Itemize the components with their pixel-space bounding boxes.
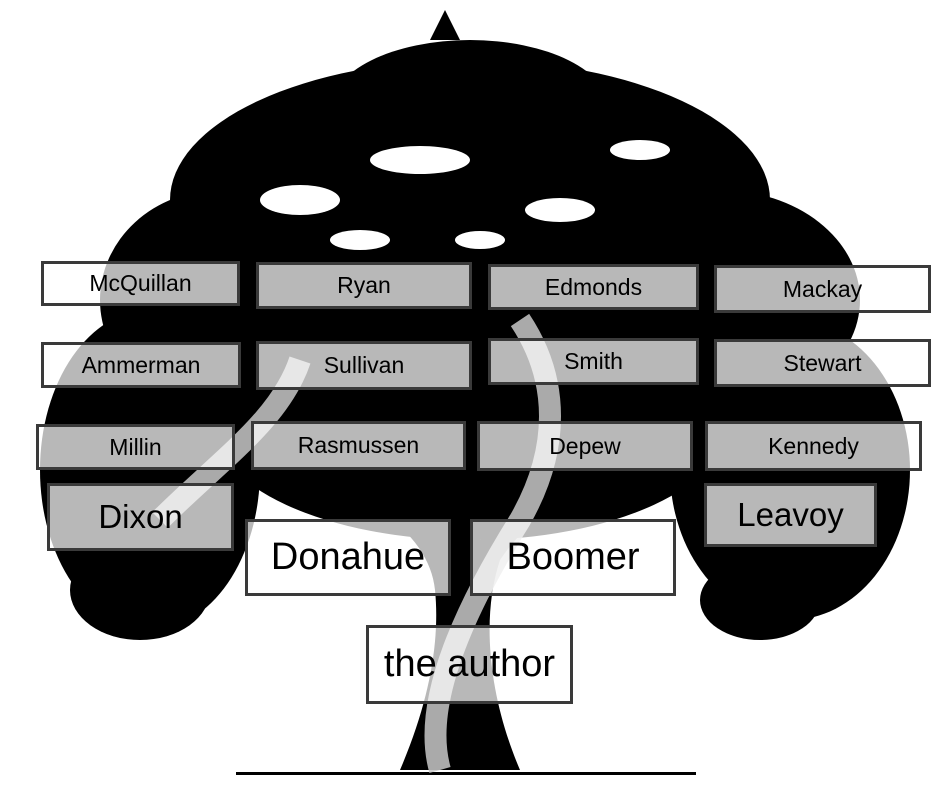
ancestor-name: Sullivan xyxy=(323,352,405,378)
ancestor-box-smith: Smith xyxy=(488,338,699,385)
parent-box-boomer: Boomer xyxy=(470,519,676,596)
ancestor-box-millin: Millin xyxy=(36,424,235,470)
ancestor-box-depew: Depew xyxy=(477,421,693,471)
ancestor-box-ryan: Ryan xyxy=(256,262,472,309)
ancestor-name: Ryan xyxy=(337,272,391,298)
ancestor-box-stewart: Stewart xyxy=(714,339,931,387)
ancestor-name: McQuillan xyxy=(89,270,192,296)
ancestor-name: Kennedy xyxy=(768,432,859,459)
ancestor-name: Leavoy xyxy=(737,496,844,533)
ancestor-box-dixon: Dixon xyxy=(47,483,234,551)
ancestor-name: Rasmussen xyxy=(297,432,420,458)
ancestor-name: Depew xyxy=(549,432,621,459)
ancestor-name: Dixon xyxy=(98,498,183,535)
ancestor-box-kennedy: Kennedy xyxy=(705,421,922,471)
ancestor-name: Edmonds xyxy=(544,273,643,300)
parent-name: Donahue xyxy=(270,536,426,578)
ancestor-name: Millin xyxy=(109,433,162,460)
parent-box-donahue: Donahue xyxy=(245,519,451,596)
ancestor-name: Stewart xyxy=(783,349,862,376)
self-box: the author xyxy=(366,625,573,704)
ancestor-box-ammerman: Ammerman xyxy=(41,342,241,388)
ancestor-box-mackay: Mackay xyxy=(714,265,931,313)
ancestor-box-leavoy: Leavoy xyxy=(704,483,877,547)
ancestor-box-edmonds: Edmonds xyxy=(488,264,699,310)
parent-name: Boomer xyxy=(506,536,640,578)
ancestor-name: Smith xyxy=(564,348,623,374)
self-name: the author xyxy=(383,643,556,685)
ancestor-box-sullivan: Sullivan xyxy=(256,341,472,390)
ancestor-name: Mackay xyxy=(782,275,863,302)
ancestor-box-rasmussen: Rasmussen xyxy=(251,421,466,470)
ancestor-box-mcquillan: McQuillan xyxy=(41,261,240,306)
ancestor-name: Ammerman xyxy=(81,351,201,378)
